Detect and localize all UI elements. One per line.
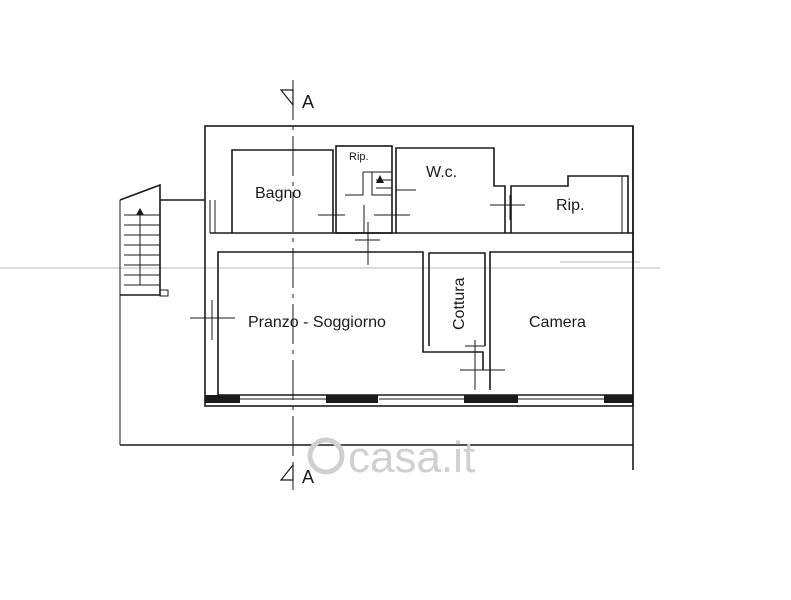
background-faint-lines (0, 261, 660, 269)
watermark: casa.it (307, 433, 475, 482)
stair-arrow-icon (136, 208, 144, 215)
room-cottura (428, 252, 505, 390)
wall-pier (326, 395, 378, 403)
label-cottura: Cottura (451, 277, 468, 330)
label-wc: W.c. (426, 164, 457, 181)
room-pranzo-soggiorno (190, 251, 484, 395)
outer-walls (119, 125, 634, 470)
room-bagno (209, 149, 634, 234)
wall-pier (205, 395, 240, 403)
label-bagno: Bagno (255, 185, 301, 202)
room-wc (395, 147, 525, 233)
room-rip-right (510, 175, 629, 233)
label-rip-small: Rip. (349, 151, 369, 163)
window-strip (205, 394, 633, 403)
label-rip-right: Rip. (556, 197, 584, 214)
room-rip-small (335, 145, 410, 265)
wall-pier (464, 395, 518, 403)
section-label-top: A (302, 92, 314, 112)
wall-pier (604, 395, 633, 403)
section-marker-top-icon (279, 89, 294, 107)
room-camera (489, 251, 633, 390)
section-label-bottom: A (302, 467, 314, 487)
section-marker-bottom-icon (279, 463, 294, 481)
stair-up-arrow-icon (376, 175, 384, 183)
label-pranzo-soggiorno: Pranzo - Soggiorno (248, 314, 386, 331)
section-line (279, 80, 294, 490)
label-camera: Camera (529, 314, 586, 331)
watermark-text: casa.it (348, 433, 475, 482)
staircase (119, 183, 205, 297)
